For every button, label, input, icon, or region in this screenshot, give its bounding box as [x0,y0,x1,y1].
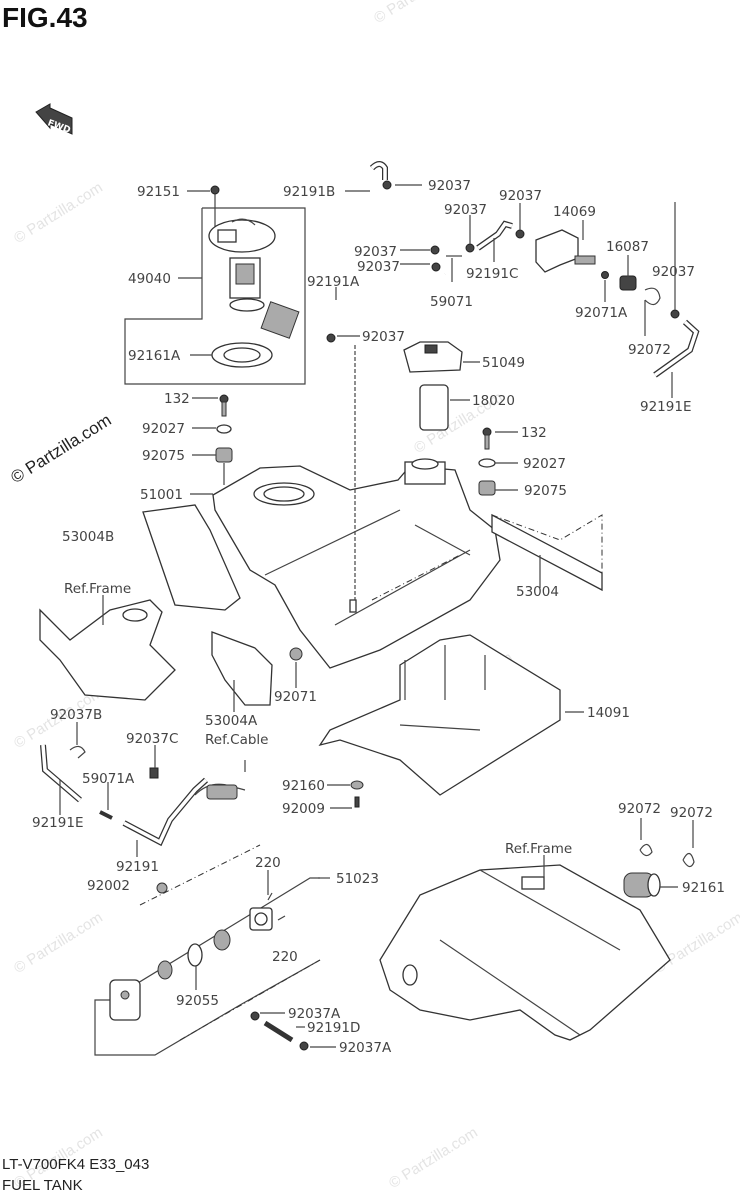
callout-92191E[interactable]: 92191E [640,399,691,415]
model-code: LT-V700FK4 E33_043 [2,1156,150,1173]
callout-18020[interactable]: 18020 [472,393,515,409]
washer-92071A-part [601,271,609,279]
fuel-cap-51049-part [403,341,463,373]
fuel-cock-part [109,979,141,1021]
cable-harness-part [194,783,246,800]
clip-92072-lower-left-part [639,843,653,857]
callout-92037[interactable]: 92037 [428,178,471,194]
washer-92160-part [350,780,364,790]
assembly-box-49040 [124,207,306,385]
clip-92072-lower-right-part [682,852,695,868]
joint-59071A-part [99,810,113,820]
callout-53004[interactable]: 53004 [516,584,559,600]
callout-labels: 92151 49040 92161A 132 92027 92075 51001… [32,178,725,1056]
grommet-92075-left-part [215,447,233,463]
callout-92037[interactable]: 92037 [499,188,542,204]
o-ring-92055-part [187,943,203,967]
callout-92027[interactable]: 92027 [523,456,566,472]
callout-132[interactable]: 132 [164,391,190,407]
hose-92191D-part [263,1020,294,1043]
callout-92191A[interactable]: 92191A [307,274,360,290]
callout-92055[interactable]: 92055 [176,993,219,1009]
bolt-132-right-part [482,427,492,450]
callout-92037C[interactable]: 92037C [126,731,178,747]
grommet-92075-right-part [478,480,496,496]
callout-51023[interactable]: 51023 [336,871,379,887]
bolt-92009-part [354,796,360,808]
filler-neck-18020-part [419,384,449,431]
fwd-arrow-icon: FWD [35,103,73,136]
callout-92191E[interactable]: 92191E [32,815,83,831]
callout-92002[interactable]: 92002 [87,878,130,894]
strainer-16087-part [619,275,637,291]
callout-92075[interactable]: 92075 [524,483,567,499]
callout-51001[interactable]: 51001 [140,487,183,503]
callout-ref-frame[interactable]: Ref.Frame [505,841,572,857]
callout-53004B[interactable]: 53004B [62,529,114,545]
callout-220[interactable]: 220 [272,949,298,965]
washer-92027-left-part [216,424,232,434]
panel-53004B-part [142,504,241,611]
clamp-92037-part [326,180,680,343]
filter-14069-part [535,229,579,273]
screw-92002-part [156,882,168,894]
callout-92037[interactable]: 92037 [357,259,400,275]
callout-14091[interactable]: 14091 [587,705,630,721]
callout-59071A[interactable]: 59071A [82,771,135,787]
callout-92037[interactable]: 92037 [444,202,487,218]
figure-title: FIG.43 [2,2,88,33]
clip-92072-part [644,287,661,306]
callout-ref-frame[interactable]: Ref.Frame [64,581,131,597]
callout-51049[interactable]: 51049 [482,355,525,371]
callout-92009[interactable]: 92009 [282,801,325,817]
callout-ref-cable[interactable]: Ref.Cable [205,732,268,748]
callout-16087[interactable]: 16087 [606,239,649,255]
clip-92037B-part [69,745,86,759]
section-name: FUEL TANK [2,1177,83,1194]
fuel-pump-part [208,185,300,339]
callout-92037[interactable]: 92037 [354,244,397,260]
washer-92027-right-part [478,458,496,468]
callout-92191C[interactable]: 92191C [466,266,518,282]
callout-92075[interactable]: 92075 [142,448,185,464]
hose-92191B-part [371,168,435,245]
callout-92037[interactable]: 92037 [362,329,405,345]
leader-lines [59,184,694,1048]
callout-92072[interactable]: 92072 [618,801,661,817]
panel-53004A-part [211,631,273,706]
callout-92151[interactable]: 92151 [137,184,180,200]
callout-92027[interactable]: 92027 [142,421,185,437]
callout-92191[interactable]: 92191 [116,859,159,875]
grommet-92071-part [289,647,303,661]
callout-92161A[interactable]: 92161A [128,348,181,364]
clamp-92037C-part [149,767,159,779]
callout-92071A[interactable]: 92071A [575,305,628,321]
callout-92071[interactable]: 92071 [274,689,317,705]
assembly-box-51023 [94,877,321,1056]
callout-92037B[interactable]: 92037B [50,707,102,723]
callout-14069[interactable]: 14069 [553,204,596,220]
bolt-132-left-part [219,394,229,417]
frame-left-part [39,599,176,701]
callout-92161[interactable]: 92161 [682,880,725,896]
boot-92161-part [623,872,661,898]
callout-92191D[interactable]: 92191D [307,1020,360,1036]
callout-92037A[interactable]: 92037A [339,1040,392,1056]
fuel-tank-51001-part [212,465,501,669]
callout-92037A[interactable]: 92037A [288,1006,341,1022]
callout-92191B[interactable]: 92191B [283,184,335,200]
tray-14091-part [318,634,561,796]
callout-220[interactable]: 220 [255,855,281,871]
strip-53004-part [491,513,603,592]
callout-92072[interactable]: 92072 [670,805,713,821]
callout-132[interactable]: 132 [521,425,547,441]
callout-59071[interactable]: 59071 [430,294,473,310]
callout-92160[interactable]: 92160 [282,778,325,794]
callout-92072[interactable]: 92072 [628,342,671,358]
callout-53004A[interactable]: 53004A [205,713,258,729]
callout-92037[interactable]: 92037 [652,264,695,280]
callout-49040[interactable]: 49040 [128,271,171,287]
strainer-part [157,960,173,980]
